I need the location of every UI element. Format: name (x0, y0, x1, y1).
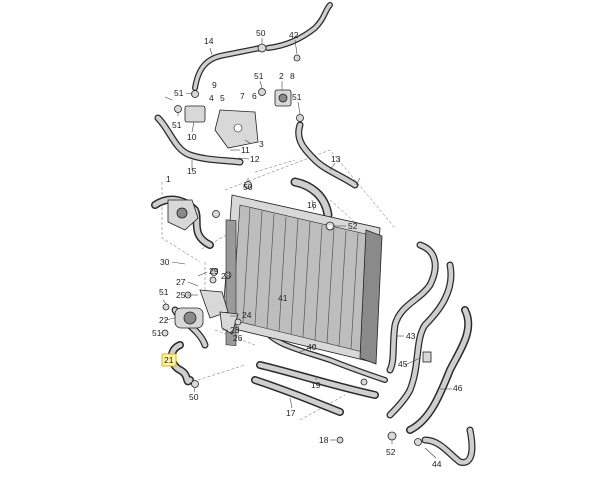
callout-51[interactable]: 51 (152, 328, 162, 338)
callout-29[interactable]: 29 (209, 266, 219, 276)
callout-labels: 50 42 14 51 9 4 5 51 2 8 7 6 51 51 10 3 … (152, 28, 463, 469)
callout-14[interactable]: 14 (204, 36, 214, 46)
hose-13 (295, 121, 359, 189)
callout-26[interactable]: 26 (233, 333, 243, 343)
callout-27[interactable]: 27 (176, 277, 186, 287)
callout-50[interactable]: 50 (256, 28, 266, 38)
callout-6[interactable]: 6 (252, 91, 257, 101)
callout-10[interactable]: 10 (187, 132, 197, 142)
callout-7[interactable]: 7 (240, 91, 245, 101)
hose-46 (406, 306, 473, 434)
callout-41[interactable]: 41 (278, 293, 288, 303)
callout-3[interactable]: 3 (259, 139, 264, 149)
hose-21 (167, 341, 194, 386)
callout-51[interactable]: 51 (254, 71, 264, 81)
callout-15[interactable]: 15 (187, 166, 197, 176)
callout-25[interactable]: 25 (176, 290, 186, 300)
callout-2[interactable]: 2 (279, 71, 284, 81)
leader-lines (160, 38, 452, 459)
hose-16 (290, 177, 333, 220)
callout-24[interactable]: 24 (242, 310, 252, 320)
callout-43[interactable]: 43 (406, 331, 416, 341)
hose-15 (154, 114, 244, 166)
callout-17[interactable]: 17 (286, 408, 296, 418)
fittings (161, 43, 422, 446)
callout-52[interactable]: 52 (348, 221, 358, 231)
callout-30[interactable]: 30 (160, 257, 170, 267)
callout-23[interactable]: 23 (230, 325, 240, 335)
callout-40[interactable]: 40 (307, 342, 317, 352)
callout-44[interactable]: 44 (432, 459, 442, 469)
hose-40-pipe (262, 327, 388, 383)
thermostat-housing-1 (167, 199, 199, 231)
hose-upper-right-42 (265, 2, 333, 51)
callout-52[interactable]: 52 (386, 447, 396, 457)
valve-2 (274, 89, 292, 107)
callout-1[interactable]: 1 (166, 174, 171, 184)
hose-14 (192, 45, 263, 91)
callout-12[interactable]: 12 (250, 154, 260, 164)
bracket-3 (214, 109, 259, 149)
callout-11[interactable]: 11 (241, 145, 250, 155)
callout-51[interactable]: 51 (159, 287, 169, 297)
bracket-25 (199, 289, 229, 319)
callout-21[interactable]: 21 (164, 355, 174, 365)
callout-28[interactable]: 28 (221, 271, 231, 281)
callout-19[interactable]: 19 (311, 380, 321, 390)
callout-18[interactable]: 18 (319, 435, 329, 445)
pump-22 (174, 307, 204, 329)
callout-42[interactable]: 42 (289, 30, 299, 40)
valve-10 (184, 105, 206, 123)
pipe-17 (251, 376, 344, 416)
callout-45[interactable]: 45 (398, 359, 408, 369)
callout-50[interactable]: 50 (189, 392, 199, 402)
radiator-41 (221, 194, 383, 365)
callout-13[interactable]: 13 (331, 154, 341, 164)
hose-43 (386, 241, 439, 374)
callout-50[interactable]: 50 (243, 182, 253, 192)
callout-46[interactable]: 46 (453, 383, 463, 393)
callout-22[interactable]: 22 (159, 315, 169, 325)
callout-5[interactable]: 5 (220, 93, 225, 103)
pipe-19 (256, 361, 379, 399)
bracket-24 (219, 311, 239, 335)
callout-8[interactable]: 8 (290, 71, 295, 81)
highlight-box-21 (161, 353, 177, 367)
hose-45 (386, 261, 455, 419)
callout-51[interactable]: 51 (172, 120, 182, 130)
callout-9[interactable]: 9 (212, 80, 217, 90)
callout-4[interactable]: 4 (209, 93, 214, 103)
clip-45 (422, 351, 432, 363)
callout-16[interactable]: 16 (307, 200, 317, 210)
hose-44 (421, 426, 476, 466)
callout-51[interactable]: 51 (174, 88, 184, 98)
callout-51[interactable]: 51 (292, 92, 302, 102)
